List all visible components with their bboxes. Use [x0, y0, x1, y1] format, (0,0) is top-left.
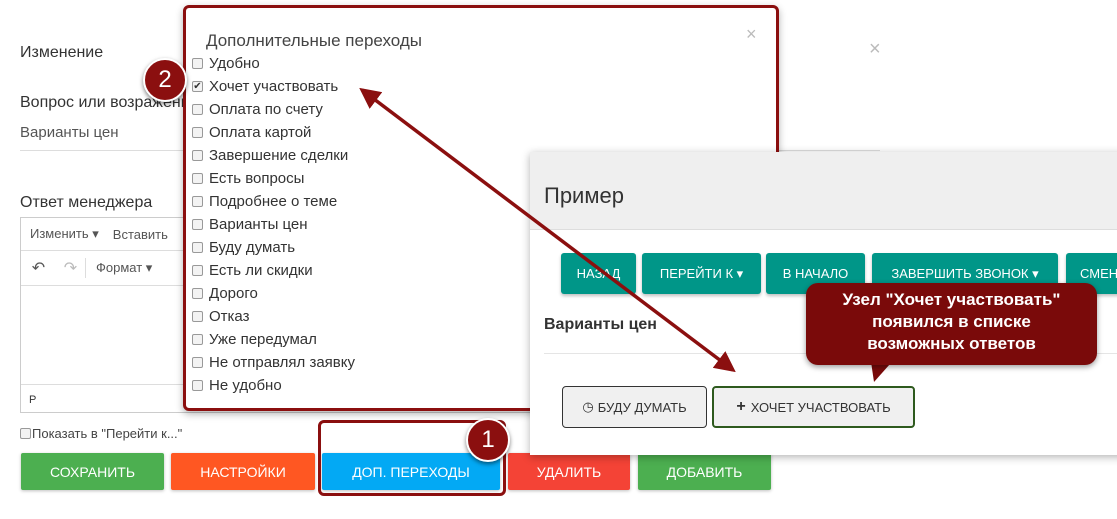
transition-label: Есть вопросы	[209, 169, 305, 187]
undo-icon[interactable]: ↶	[31, 260, 46, 277]
popup-title: Дополнительные переходы	[206, 31, 423, 50]
checkbox[interactable]	[192, 356, 203, 368]
highlight-box	[318, 420, 506, 496]
transition-item[interactable]: Оплата по счету	[192, 99, 323, 119]
show-in-goto-checkbox[interactable]: Показать в "Перейти к..."	[20, 426, 182, 441]
answer-think-button[interactable]: ◷БУДУ ДУМАТЬ	[562, 386, 707, 428]
popup-close-icon[interactable]: ×	[746, 24, 757, 44]
delete-button[interactable]: Удалить	[508, 453, 630, 490]
checkbox[interactable]	[192, 218, 203, 230]
checkbox[interactable]	[192, 57, 203, 69]
transition-item[interactable]: Дорого	[192, 283, 258, 303]
checkbox[interactable]	[20, 428, 31, 439]
transition-item[interactable]: Есть вопросы	[192, 168, 304, 188]
transition-item[interactable]: Завершение сделки	[192, 145, 348, 165]
transition-label: Не отправлял заявку	[209, 353, 355, 371]
callout: Узел "Хочет участвовать" появился в спис…	[806, 283, 1097, 365]
settings-button[interactable]: Настройки	[171, 453, 315, 490]
checkbox[interactable]	[192, 103, 203, 115]
checkbox[interactable]	[192, 264, 203, 276]
transition-item[interactable]: Уже передумал	[192, 329, 317, 349]
transition-item[interactable]: Не отправлял заявку	[192, 352, 355, 372]
checkbox[interactable]	[192, 195, 203, 207]
transition-label: Буду думать	[209, 238, 296, 256]
checkbox[interactable]	[192, 310, 203, 322]
transition-item[interactable]: Варианты цен	[192, 214, 308, 234]
save-button[interactable]: Сохранить	[21, 453, 164, 490]
checkbox[interactable]	[192, 287, 203, 299]
checkbox[interactable]	[192, 379, 203, 391]
step-badge-1: 1	[466, 418, 510, 462]
transition-label: Оплата по счету	[209, 100, 323, 118]
format-dropdown[interactable]: Формат ▾	[96, 260, 153, 275]
checkbox[interactable]	[192, 172, 203, 184]
checkbox[interactable]	[192, 241, 203, 253]
transition-label: Отказ	[209, 307, 250, 325]
extra-transitions-button[interactable]: Доп. переходы	[322, 453, 500, 490]
checkbox[interactable]	[192, 126, 203, 138]
close-icon[interactable]: ×	[869, 38, 881, 60]
checkbox[interactable]	[192, 333, 203, 345]
answer-label: Ответ менеджера	[20, 194, 153, 211]
transition-label: Хочет участвовать	[209, 77, 339, 95]
transition-label: Уже передумал	[209, 330, 317, 348]
plus-icon: +	[736, 398, 746, 415]
redo-icon[interactable]: ↷	[56, 258, 86, 278]
transition-item[interactable]: Оплата картой	[192, 122, 311, 142]
answer-participate-button[interactable]: +ХОЧЕТ УЧАСТВОВАТЬ	[712, 386, 915, 428]
add-button[interactable]: Добавить	[638, 453, 771, 490]
transition-item[interactable]: Есть ли скидки	[192, 260, 313, 280]
transition-item[interactable]: Подробнее о теме	[192, 191, 337, 211]
nav-start-button[interactable]: В НАЧАЛО	[766, 253, 865, 294]
checkbox[interactable]: ✔	[192, 80, 203, 92]
transition-item[interactable]: Отказ	[192, 306, 249, 326]
transition-label: Не удобно	[209, 376, 282, 394]
checkbox[interactable]	[192, 149, 203, 161]
transition-label: Завершение сделки	[209, 146, 349, 164]
transition-item[interactable]: Не удобно	[192, 375, 282, 395]
transition-item[interactable]: Удобно	[192, 53, 260, 73]
transition-label: Дорого	[209, 284, 258, 302]
transition-label: Подробнее о теме	[209, 192, 338, 210]
menu-edit[interactable]: Изменить ▾	[30, 226, 99, 241]
form-title: Изменение	[20, 44, 104, 61]
transition-label: Оплата картой	[209, 123, 312, 141]
transition-label: Есть ли скидки	[209, 261, 313, 279]
clock-icon: ◷	[582, 399, 594, 414]
transition-label: Варианты цен	[209, 215, 308, 233]
transition-label: Удобно	[209, 54, 260, 72]
transition-item[interactable]: Буду думать	[192, 237, 295, 257]
transition-item[interactable]: ✔ Хочет участвовать	[192, 76, 338, 96]
step-badge-2: 2	[143, 58, 187, 102]
menu-insert[interactable]: Вставить	[112, 226, 168, 242]
